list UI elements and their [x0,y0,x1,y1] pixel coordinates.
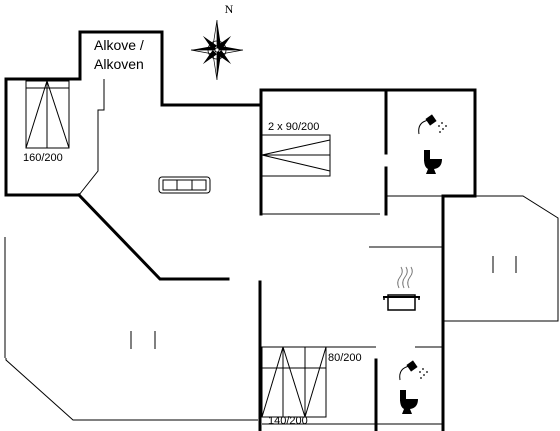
twin-bed-label: 2 x 90/200 [268,121,319,133]
alcove-label-line2: Alkoven [94,56,144,72]
window-icon [492,256,517,273]
sofa-icon [158,176,211,194]
compass-icon [190,19,244,81]
bottom-bed-label-b: 140/200 [268,415,308,427]
steam-icon [397,266,413,289]
compass-north-label: N [225,2,234,16]
toilet-icon [424,150,442,174]
cooking-pot-icon [383,294,420,311]
single-bed-icon [261,134,331,177]
double-bed-icon [25,80,70,149]
wall-top-right-rooms [259,88,477,198]
bottom-bed-label-a: 80/200 [328,352,362,364]
wall-alcove [78,30,263,107]
alcove-label-line1: Alkove / [94,37,144,53]
wall-diagonal-hall [76,192,230,281]
windows [130,256,517,349]
left-bed-label: 160/200 [23,152,63,164]
thin-lines [4,79,559,425]
wall-left-bedroom [4,77,82,197]
shower-icon [399,360,428,381]
walls [4,30,477,431]
single-bed-icon [261,346,327,418]
toilet-icon [400,390,418,414]
shower-icon [418,114,447,135]
window-icon [130,331,156,349]
